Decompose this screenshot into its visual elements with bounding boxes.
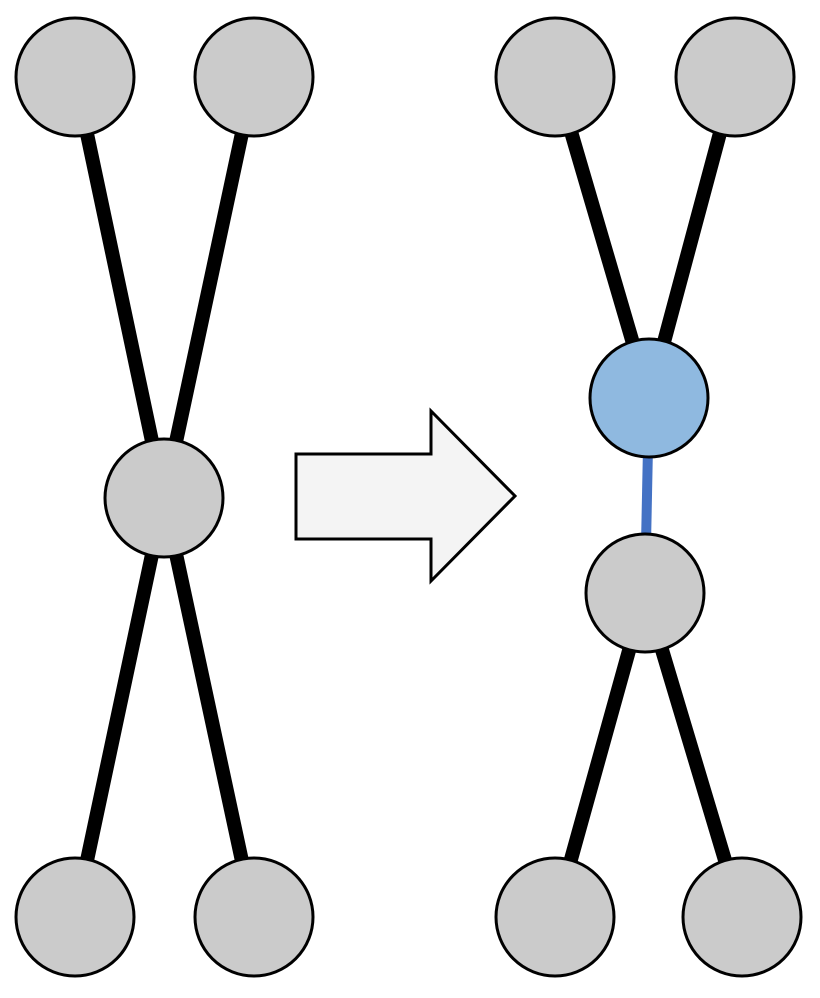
before-node-bottom-right xyxy=(193,856,315,978)
after-node-bottom-left xyxy=(494,856,616,978)
after-edges xyxy=(548,75,749,920)
before-node-bottom-left xyxy=(14,856,136,978)
before-node-center xyxy=(103,437,225,559)
before-node-top-right xyxy=(193,16,315,138)
transform-arrow-group xyxy=(294,407,518,585)
before-edge-center-to-bottom-left xyxy=(68,496,171,919)
after-node-split-upper xyxy=(588,337,710,459)
after-graph xyxy=(494,16,803,978)
after-node-split-lower xyxy=(584,532,706,654)
before-edge-center-to-bottom-right xyxy=(157,496,261,919)
right-arrow-icon xyxy=(294,407,518,585)
before-edge-top-right-to-center xyxy=(157,75,261,500)
after-node-top-right xyxy=(674,16,796,138)
before-node-top-left xyxy=(14,16,136,138)
before-nodes xyxy=(14,16,315,978)
before-edges xyxy=(68,75,261,919)
before-edge-top-left-to-center xyxy=(68,75,171,500)
after-nodes xyxy=(494,16,803,978)
before-graph xyxy=(14,16,315,978)
after-node-bottom-right xyxy=(681,856,803,978)
after-node-top-left xyxy=(494,16,616,138)
